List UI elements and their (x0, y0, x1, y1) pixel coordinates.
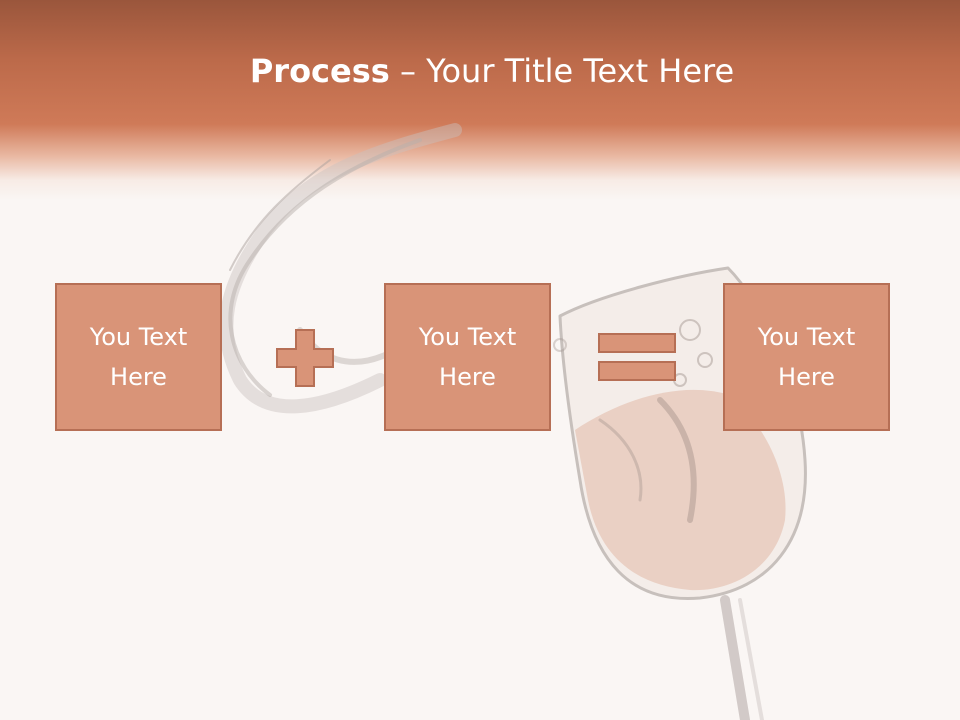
process-box-3[interactable]: You Text Here (723, 283, 890, 431)
title-text: Your Title Text Here (426, 52, 735, 90)
slide-title: Process – Your Title Text Here (0, 52, 960, 90)
equals-icon (598, 333, 676, 381)
process-box-1[interactable]: You Text Here (55, 283, 222, 431)
process-box-2-label: You Text Here (418, 323, 517, 391)
title-bold: Process (249, 52, 390, 90)
process-box-1-label: You Text Here (89, 323, 188, 391)
plus-icon (276, 329, 334, 387)
process-box-3-label: You Text Here (757, 323, 856, 391)
title-band (0, 0, 960, 200)
process-box-2[interactable]: You Text Here (384, 283, 551, 431)
title-dash: – (389, 52, 427, 90)
